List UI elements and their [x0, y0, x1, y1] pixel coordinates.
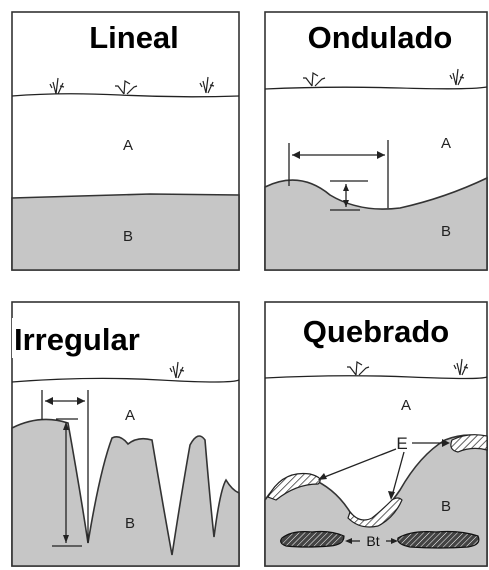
horizon-a-label: A	[125, 407, 135, 424]
horizon-b-label: B	[441, 223, 451, 240]
horizon-e-lens	[450, 434, 488, 453]
horizon-b-area	[11, 418, 240, 567]
panel-title: Irregular	[14, 322, 140, 357]
panel-irregular: Irregular A B	[11, 301, 240, 567]
soil-surface-line	[11, 377, 240, 383]
panel-lineal: Lineal A B	[11, 11, 240, 271]
soil-surface-line	[11, 93, 240, 98]
width-measure-arrow	[41, 390, 89, 543]
horizon-e-pointer-arrows	[318, 439, 450, 500]
panel-title: Quebrado	[303, 314, 449, 349]
depth-measure-arrow	[52, 418, 82, 547]
horizon-b-label: B	[441, 498, 451, 515]
horizon-e-lens	[347, 497, 403, 528]
panel-title: Lineal	[89, 20, 179, 55]
horizon-b-area	[11, 193, 240, 271]
panel-title: Ondulado	[308, 20, 453, 55]
horizon-a-label: A	[401, 397, 411, 414]
horizon-e-label: E	[396, 434, 407, 453]
horizon-bt-pointer-arrows	[345, 538, 398, 544]
horizon-bt-lens	[397, 530, 480, 549]
title-background	[12, 318, 158, 358]
horizon-b-label: B	[123, 228, 133, 245]
horizon-a-label: A	[123, 137, 133, 154]
horizon-b-label: B	[125, 515, 135, 532]
horizon-b-area	[264, 176, 488, 271]
panel-quebrado: Quebrado A B E Bt	[264, 301, 488, 567]
width-measure-arrow	[288, 140, 389, 208]
depth-measure-arrow	[330, 180, 368, 211]
soil-surface-line	[264, 375, 488, 380]
horizon-a-label: A	[441, 135, 451, 152]
horizon-bt-label: Bt	[366, 533, 379, 549]
soil-surface-line	[264, 86, 488, 90]
panel-ondulado: Ondulado A B	[264, 11, 488, 271]
horizon-bt-lens	[280, 530, 345, 548]
